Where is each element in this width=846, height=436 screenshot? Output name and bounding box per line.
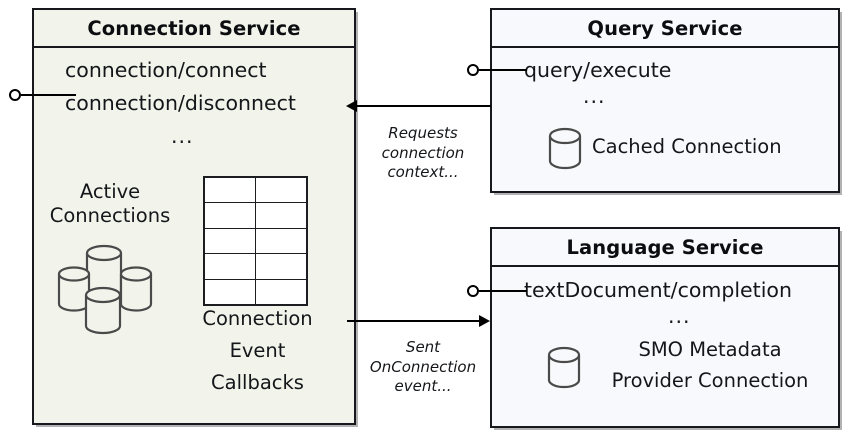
smo-metadata-provider-label-line1: SMO Metadata [638,338,782,361]
connection-event-callbacks-label-line1: Connection [202,307,313,330]
language-service-title: Language Service [492,229,838,267]
lollipop-ring-icon [467,64,479,76]
table-row [203,227,308,255]
connection-service-interface-connect[interactable]: connection/connect [65,58,267,82]
component-language-service[interactable]: Language Service [490,227,840,428]
cached-connection-label: Cached Connection [592,135,782,158]
connection-service-provided-interface-socket[interactable] [9,89,76,101]
active-connections-label-line1: Active [79,180,141,203]
connector-requests-connection-context-arrowhead [346,100,357,112]
edge-label-line1: Sent [405,338,441,356]
smo-metadata-provider-database-icon [546,345,582,391]
connector-requests-connection-context-label: Requests connection context... [362,124,484,183]
edge-label-line2: connection [381,143,465,162]
connector-sent-onconnection-event-line [347,320,480,322]
connection-service-title: Connection Service [34,10,354,48]
lollipop-ring-icon [467,285,479,297]
table-row [203,278,308,306]
language-service-provided-interface-socket[interactable] [467,285,535,297]
active-connections-database-cluster-icon [55,243,161,337]
lollipop-ring-icon [9,89,21,101]
lollipop-stem [479,290,527,292]
component-query-service[interactable]: Query Service [490,8,840,193]
table-row [203,253,308,280]
edge-label-line2: OnConnection [369,357,477,376]
query-service-title: Query Service [492,10,838,48]
smo-metadata-provider-label-line2: Provider Connection [611,369,809,392]
language-service-interface-completion[interactable]: textDocument/completion [524,278,792,302]
active-connections-label-line2: Connections [49,204,171,227]
cached-connection-database-icon [547,126,583,172]
lollipop-stem [21,94,76,96]
lollipop-stem [479,69,527,71]
connection-service-interface-ellipsis: ... [171,124,194,148]
table-row [203,202,308,229]
connection-event-callbacks-label-line2: Event [229,339,286,362]
connector-sent-onconnection-event-arrowhead [479,315,490,327]
connection-service-interface-disconnect[interactable]: connection/disconnect [65,91,296,115]
query-service-interface-ellipsis: ... [583,84,606,108]
connection-event-callbacks-table [203,176,308,306]
edge-label-line3: context... [387,163,459,181]
edge-label-line3: event... [394,377,452,395]
edge-label-line1: Requests [388,124,458,142]
connector-requests-connection-context-line [357,105,491,107]
connection-event-callbacks-label-line3: Callbacks [211,371,304,394]
query-service-provided-interface-socket[interactable] [467,64,535,76]
connector-sent-onconnection-event-label: Sent OnConnection event... [359,338,487,397]
table-row [203,176,308,204]
query-service-interface-execute[interactable]: query/execute [524,58,672,82]
language-service-interface-ellipsis: ... [668,304,691,328]
